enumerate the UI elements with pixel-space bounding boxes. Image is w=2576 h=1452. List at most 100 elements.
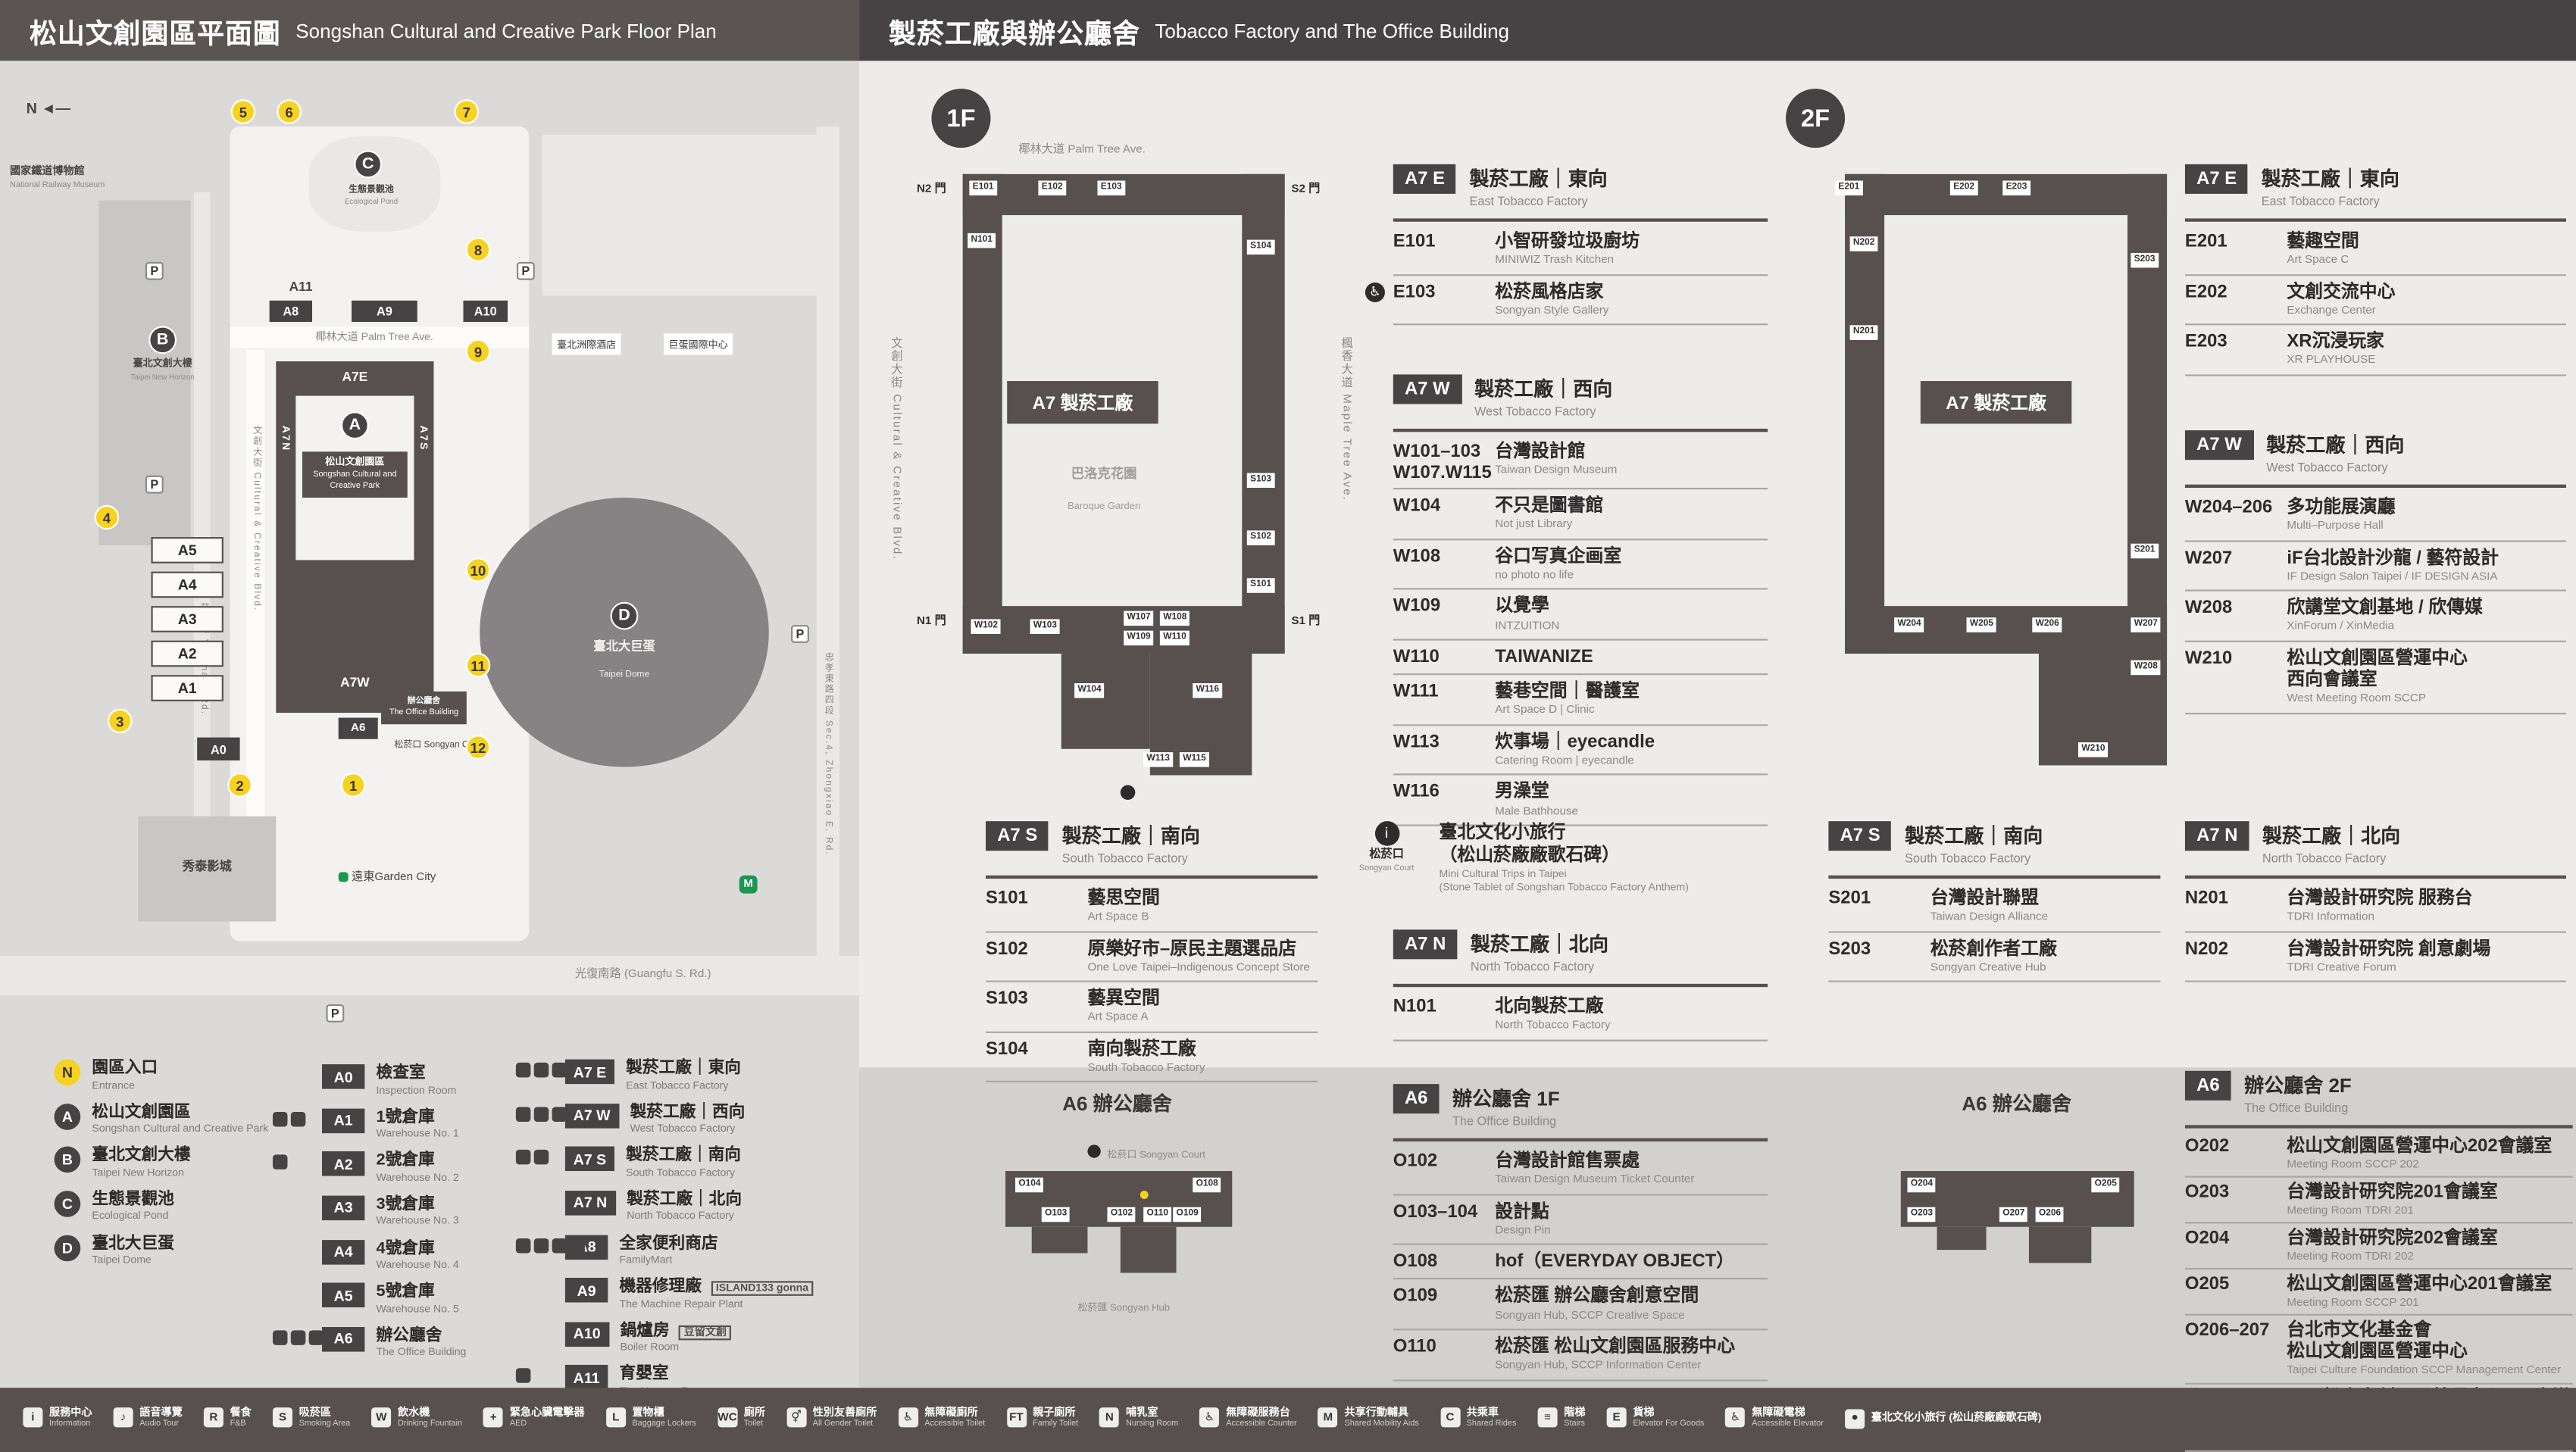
section-badge: A7 E [2184, 164, 2249, 194]
facility-icons [272, 1154, 288, 1170]
plan-room-label: O205 [2091, 1177, 2121, 1192]
entrance-dot [1140, 1191, 1149, 1199]
a0-map-box: A0 [197, 737, 240, 760]
section-title-en: East Tobacco Factory [2261, 193, 2380, 209]
section-title-en: North Tobacco Factory [1470, 959, 1595, 974]
legend-badge: A3 [322, 1195, 365, 1220]
plan-room-label: W104 [1074, 683, 1105, 698]
gate-label: N2 門 [916, 183, 946, 196]
room-code: W210 [2184, 648, 2233, 668]
legend-badge: A2 [322, 1151, 365, 1177]
facility-icon: E [1606, 1408, 1627, 1429]
room-code: W110 [1393, 647, 1440, 667]
room-code: W208 [2184, 598, 2233, 618]
section-title-zh: 製菸工廠｜西向 [2266, 433, 2405, 457]
section-title-en: The Office Building [1452, 1113, 1557, 1129]
room-code: O103–104 [1393, 1201, 1478, 1222]
guangfu-road [0, 955, 860, 996]
mrt-icon: M [739, 875, 758, 894]
facility-icon: FT [1006, 1408, 1027, 1429]
plan-room-label: W109 [1124, 630, 1155, 645]
plan-room-label: W210 [2077, 742, 2109, 757]
plan-room-label: W116 [1193, 683, 1223, 698]
plan-room-label: E202 [1949, 180, 1978, 195]
facility-icon: ♪ [113, 1408, 133, 1429]
facility-icons [515, 1369, 531, 1384]
office-building-tag: 辦公廳舍 The Office Building [381, 691, 467, 725]
room-code: E101 [1393, 231, 1436, 251]
a6-stub-left [1937, 1226, 1987, 1251]
room-code: N201 [2184, 888, 2228, 909]
plan-room-label: S101 [1246, 578, 1275, 592]
section-title-en: South Tobacco Factory [1905, 851, 2031, 866]
left-header: 松山文創園區平面圖 Songshan Cultural and Creative… [0, 0, 860, 61]
room-code: E203 [2184, 332, 2227, 352]
plan-room-label: W204 [1894, 617, 1924, 632]
room-code: W116 [1393, 782, 1440, 802]
section-title-en: West Tobacco Factory [1474, 404, 1596, 419]
legend-marker: N [54, 1059, 81, 1086]
facility-icon: C [1440, 1408, 1461, 1429]
cultural-blvd [246, 349, 265, 895]
warehouse-a4-box: A4 [151, 571, 224, 598]
room-code: S201 [1828, 888, 1871, 909]
dome-center-label: 巨蛋國際中心 [664, 333, 733, 355]
facility-icons [515, 1106, 567, 1122]
legend-marker: B [54, 1147, 81, 1173]
showtime-label: 秀泰影城 [182, 859, 232, 874]
cultural-blvd-street-label: 文創大街 Cultural & Creative Blvd. [890, 336, 902, 561]
facility-icon: R [203, 1408, 224, 1429]
gardencity-label: 遠東Garden City [338, 872, 436, 886]
a6-stub-left [1031, 1226, 1088, 1254]
songyan-court-map-label: 松菸口 Songyan Court [394, 740, 485, 751]
guangfu-label: 光復南路 (Guangfu S. Rd.) [574, 969, 711, 981]
showtime-building [138, 816, 277, 922]
section-title-en: West Tobacco Factory [2266, 460, 2388, 475]
plan-room-label: S103 [1246, 473, 1275, 487]
a6-map-box: A6 [338, 717, 378, 739]
ecological-pond [308, 136, 441, 232]
